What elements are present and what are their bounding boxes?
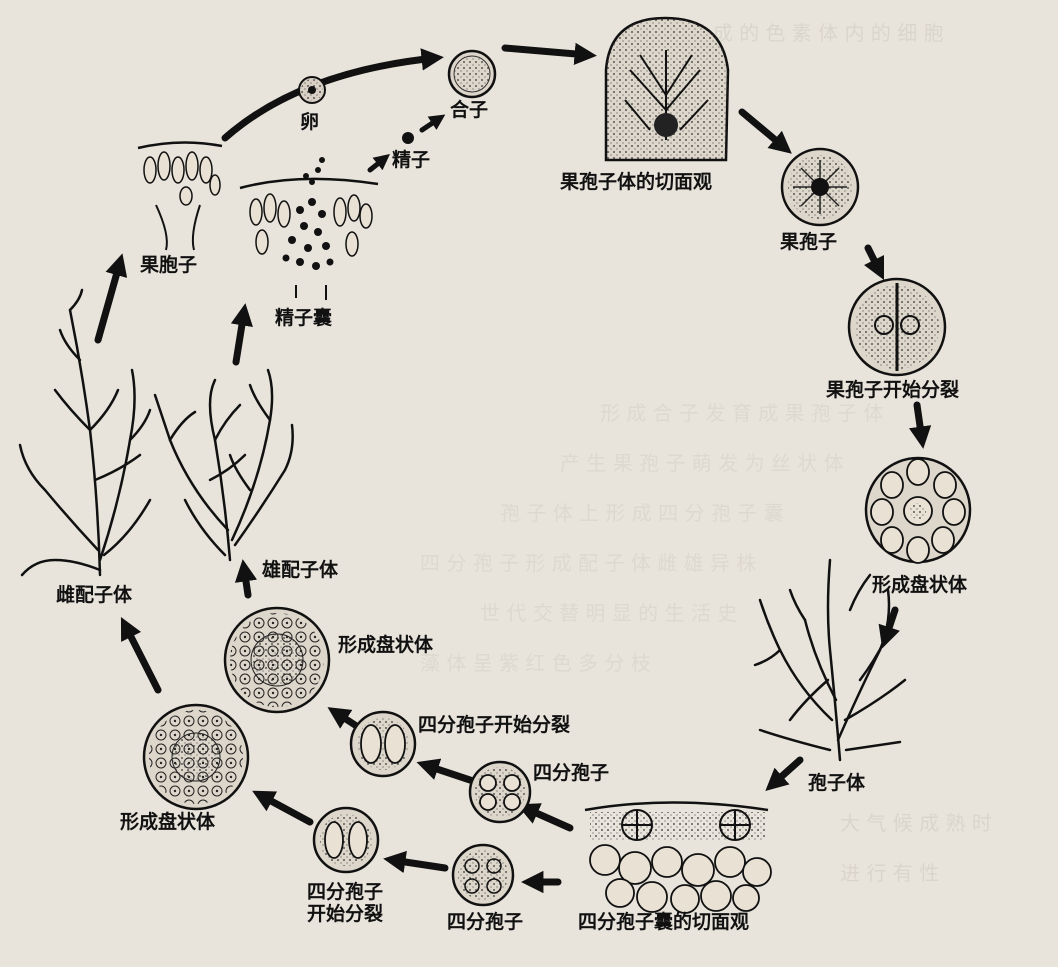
arrow-carpospore-to-division <box>863 244 885 281</box>
arrow-sporophyte-to-section <box>765 756 804 791</box>
svg-text:产 生 果 孢 子 萌 发 为 丝 状 体: 产 生 果 孢 子 萌 发 为 丝 状 体 <box>560 451 844 475</box>
label-carpospore-division: 果孢子开始分裂 <box>826 379 960 401</box>
svg-text:进 行 有 性: 进 行 有 性 <box>840 861 939 885</box>
label-spermatangium: 精子囊 <box>275 307 333 329</box>
arrow-body-to-carpospore <box>738 108 792 154</box>
label-male-gametophyte: 雄配子体 <box>262 559 339 581</box>
svg-text:世 代 交 替 明 显 的 生 活 史: 世 代 交 替 明 显 的 生 活 史 <box>480 601 737 625</box>
tetraspore-upper-figure <box>468 760 532 824</box>
svg-text:孢 子 体 上 形 成 四 分 孢 子 囊: 孢 子 体 上 形 成 四 分 孢 子 囊 <box>500 501 784 525</box>
label-disc-middle: 形成盘状体 <box>338 634 434 656</box>
label-egg: 卵 <box>300 111 320 133</box>
arrow-tetraspore-to-division-upper <box>416 758 474 784</box>
arrow-disc-to-male <box>234 559 258 599</box>
tetraspore-division-upper-figure <box>349 710 417 778</box>
svg-text:大 气 候 成 熟 时: 大 气 候 成 熟 时 <box>840 811 992 835</box>
arrow-division-to-disc <box>909 401 932 449</box>
label-carpospore: 果孢子 <box>780 231 838 253</box>
disc-right-figure <box>864 456 972 564</box>
arrow-disc-to-female <box>120 617 162 694</box>
label-tetraspore-division-bottom: 四分孢子 开始分裂 <box>306 881 383 925</box>
label-zygote: 合子 <box>450 99 489 121</box>
arrow-tetraspore-to-division-bottom <box>383 850 449 874</box>
carpogonium-figure <box>137 141 223 251</box>
arrow-division-to-disc-middle <box>327 707 359 729</box>
disc-bottom-left-figure <box>142 703 250 811</box>
label-female-gametophyte: 雌配子体 <box>56 584 133 606</box>
disc-middle-figure <box>223 606 331 714</box>
zygote-figure <box>447 49 497 99</box>
arrow-section-to-tetraspore-upper <box>516 803 574 832</box>
svg-text:形 成 合 子 发 育 成 果 孢 子 体: 形 成 合 子 发 育 成 果 孢 子 体 <box>600 401 884 425</box>
label-tetraspore-upper: 四分孢子 <box>533 762 610 784</box>
egg-figure <box>298 76 326 104</box>
label-disc-right: 形成盘状体 <box>872 574 968 596</box>
label-tetrasporangium-section: 四分孢子囊的切面观 <box>578 911 750 933</box>
arrow-division-to-disc-bottom <box>252 790 314 826</box>
arrow-female-to-carpogonium <box>94 253 128 344</box>
sperm-figure <box>402 132 414 144</box>
svg-text:四 分 孢 子 形 成 配 子 体 雌 雄 异 株: 四 分 孢 子 形 成 配 子 体 雌 雄 异 株 <box>420 551 756 575</box>
carpospore-division-figure <box>847 277 947 377</box>
female-gametophyte-figure <box>18 288 152 577</box>
tetraspore-division-bottom-figure <box>312 806 380 874</box>
carpospore-figure <box>780 147 860 227</box>
label-carposporophyte-section: 果孢子体的切面观 <box>560 171 713 193</box>
arrow-zygote-to-body <box>501 42 597 66</box>
arrow-egg-to-zygote <box>221 48 444 142</box>
arrow-disc-to-sporophyte <box>878 606 900 649</box>
tetrasporangium-section-figure <box>584 801 772 914</box>
label-tetraspore-division-upper: 四分孢子开始分裂 <box>418 714 571 736</box>
label-carpogonium: 果胞子 <box>140 254 198 276</box>
label-sperm: 精子 <box>392 149 431 171</box>
arrow-sperm-to-zygote-2 <box>419 114 446 133</box>
arrow-sperm-to-zygote <box>367 154 390 173</box>
male-gametophyte-figure <box>153 368 294 562</box>
svg-text:藻 体 呈 紫 红 色 多 分 枝: 藻 体 呈 紫 红 色 多 分 枝 <box>420 651 651 675</box>
spermatangium-figure <box>239 157 379 300</box>
carposporophyte-section-figure <box>604 16 730 162</box>
label-disc-bottom-left: 形成盘状体 <box>120 811 216 833</box>
tetraspore-bottom-figure <box>451 843 515 907</box>
label-sporophyte: 孢子体 <box>808 772 866 794</box>
label-tetraspore-bottom: 四分孢子 <box>447 911 524 933</box>
sporophyte-figure <box>753 558 907 762</box>
arrow-male-to-spermatangium <box>230 303 253 366</box>
